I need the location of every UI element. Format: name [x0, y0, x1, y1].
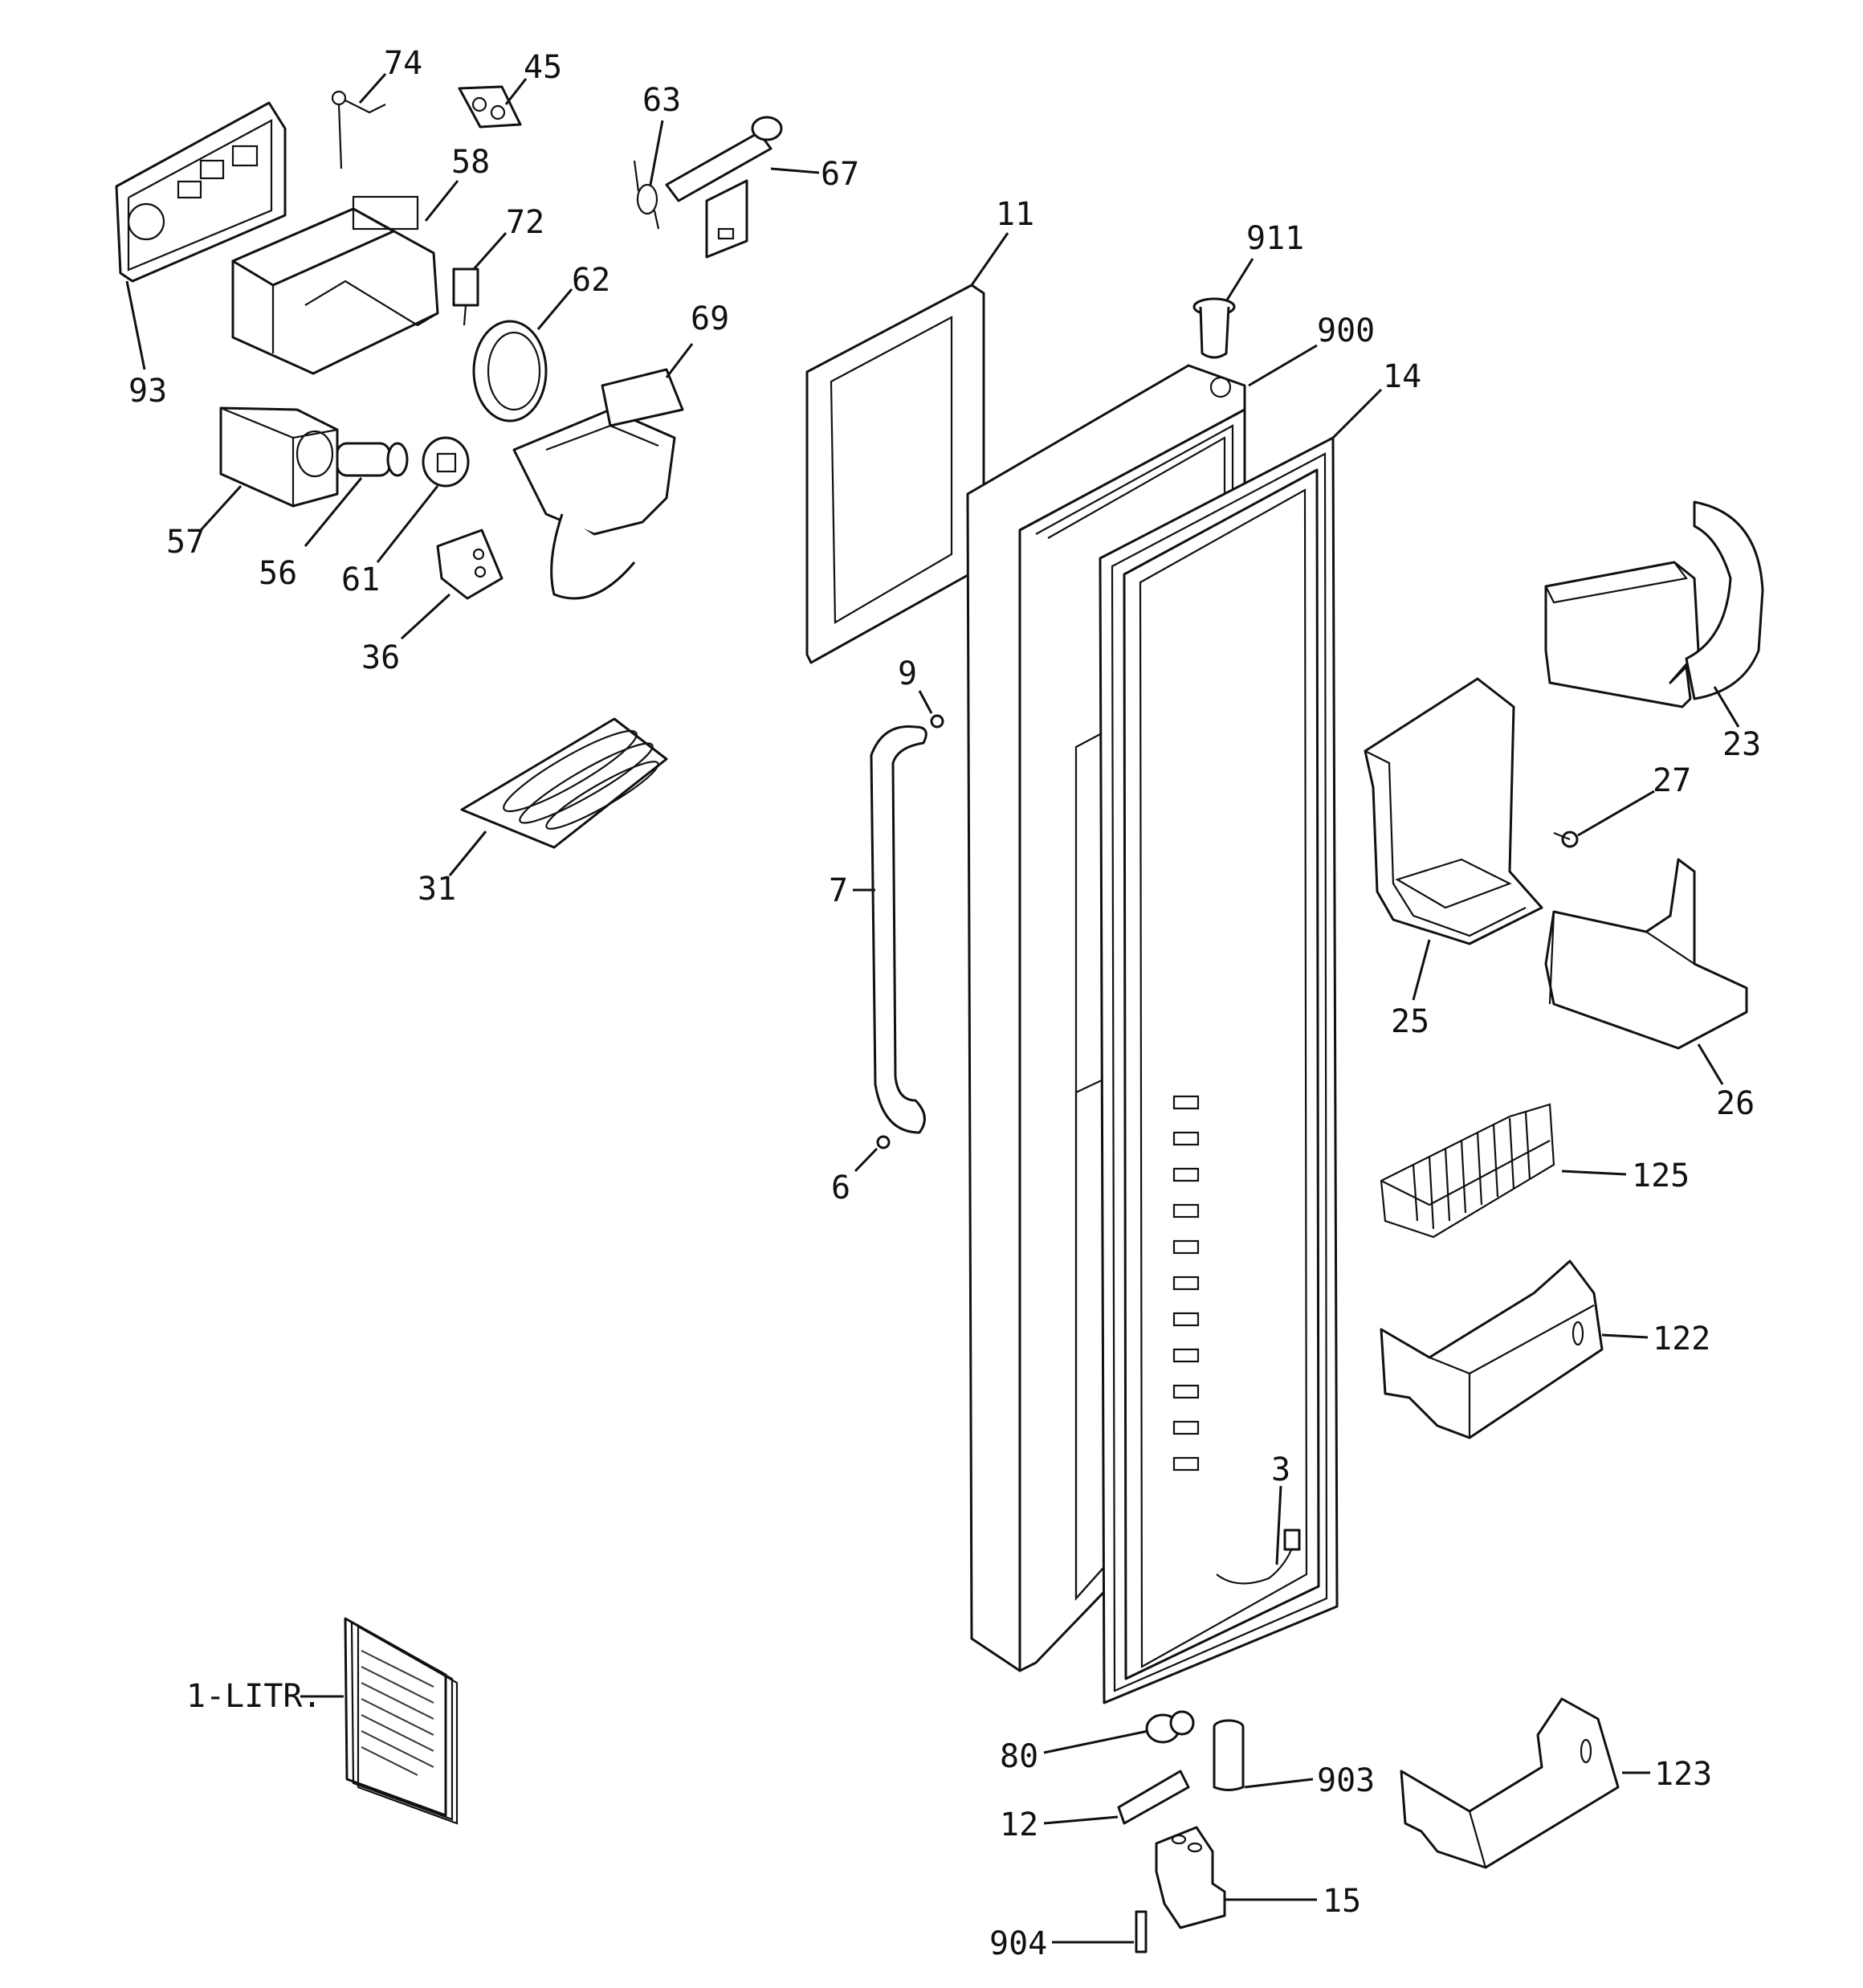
- label-15: 15: [1323, 1883, 1361, 1920]
- part-1-litr-literature: [300, 1617, 459, 1825]
- label-31: 31: [418, 871, 456, 908]
- part-69-bucket: [512, 343, 694, 600]
- part-903-pin: [1213, 1719, 1314, 1791]
- part-904-screw: [1052, 1910, 1148, 1953]
- part-125-wire-rack: [1380, 1103, 1627, 1239]
- label-904: 904: [989, 1925, 1047, 1962]
- label-63: 63: [642, 82, 681, 119]
- label-7: 7: [829, 872, 848, 909]
- part-11-frame: [805, 232, 1009, 664]
- label-69: 69: [691, 300, 729, 337]
- label-56: 56: [259, 555, 297, 592]
- label-900: 900: [1317, 312, 1375, 349]
- label-58: 58: [451, 144, 490, 181]
- part-45-bracket: [458, 78, 528, 129]
- label-903: 903: [1317, 1762, 1375, 1799]
- label-62: 62: [572, 262, 610, 299]
- part-7-handle: [853, 725, 927, 1134]
- part-25-bin: [1364, 677, 1543, 1001]
- label-6: 6: [831, 1170, 850, 1206]
- label-1-litr: 1-LITR.: [186, 1678, 322, 1715]
- label-74: 74: [384, 45, 422, 82]
- part-67-lever: [665, 116, 820, 259]
- part-9-screw: [918, 690, 944, 729]
- door-shelf-supports: [1172, 1095, 1200, 1472]
- label-911: 911: [1246, 220, 1304, 257]
- part-61-gear: [376, 436, 470, 563]
- part-122-bin: [1380, 1259, 1649, 1439]
- label-61: 61: [341, 561, 380, 598]
- label-23: 23: [1722, 726, 1761, 763]
- callout-labels: 74 45 63 67 58 72 62 69 93 57 56 61 36 3…: [128, 45, 1761, 1962]
- label-125: 125: [1632, 1157, 1690, 1194]
- part-3-harness: [1216, 1485, 1301, 1585]
- part-72-switch: [452, 232, 508, 326]
- label-80: 80: [1000, 1738, 1038, 1775]
- part-80-bushing: [1043, 1710, 1195, 1754]
- label-27: 27: [1653, 762, 1691, 799]
- label-72: 72: [506, 204, 544, 241]
- part-911-bushing: [1192, 258, 1254, 359]
- label-3: 3: [1271, 1451, 1290, 1488]
- part-23-cover: [1544, 500, 1764, 728]
- label-123: 123: [1654, 1756, 1712, 1793]
- label-9: 9: [898, 655, 917, 692]
- part-57-motor: [199, 406, 339, 532]
- label-11: 11: [996, 196, 1034, 233]
- part-36-bracket: [400, 529, 503, 640]
- label-93: 93: [128, 373, 167, 410]
- part-63-spring: [633, 120, 664, 230]
- label-45: 45: [524, 49, 562, 86]
- part-15-hinge: [1155, 1826, 1317, 1929]
- part-93-control-panel: [115, 101, 287, 370]
- label-26: 26: [1716, 1085, 1755, 1122]
- part-123-bin: [1400, 1697, 1650, 1869]
- part-74-spring: [331, 73, 387, 169]
- label-36: 36: [361, 639, 400, 676]
- part-27-screw: [1553, 790, 1655, 848]
- label-14: 14: [1383, 358, 1421, 395]
- label-25: 25: [1391, 1003, 1429, 1040]
- label-67: 67: [821, 156, 859, 193]
- part-31-tray: [448, 717, 668, 876]
- part-62-ring: [472, 288, 573, 423]
- label-57: 57: [166, 524, 205, 561]
- part-56-coupling: [304, 442, 409, 547]
- part-26-bin: [1544, 858, 1748, 1085]
- part-58-housing: [231, 180, 459, 375]
- part-12-bracket: [1043, 1770, 1190, 1825]
- part-6-screw: [854, 1135, 891, 1173]
- label-12: 12: [1000, 1806, 1038, 1843]
- label-122: 122: [1653, 1321, 1710, 1357]
- part-14-gasket: [1099, 388, 1383, 1704]
